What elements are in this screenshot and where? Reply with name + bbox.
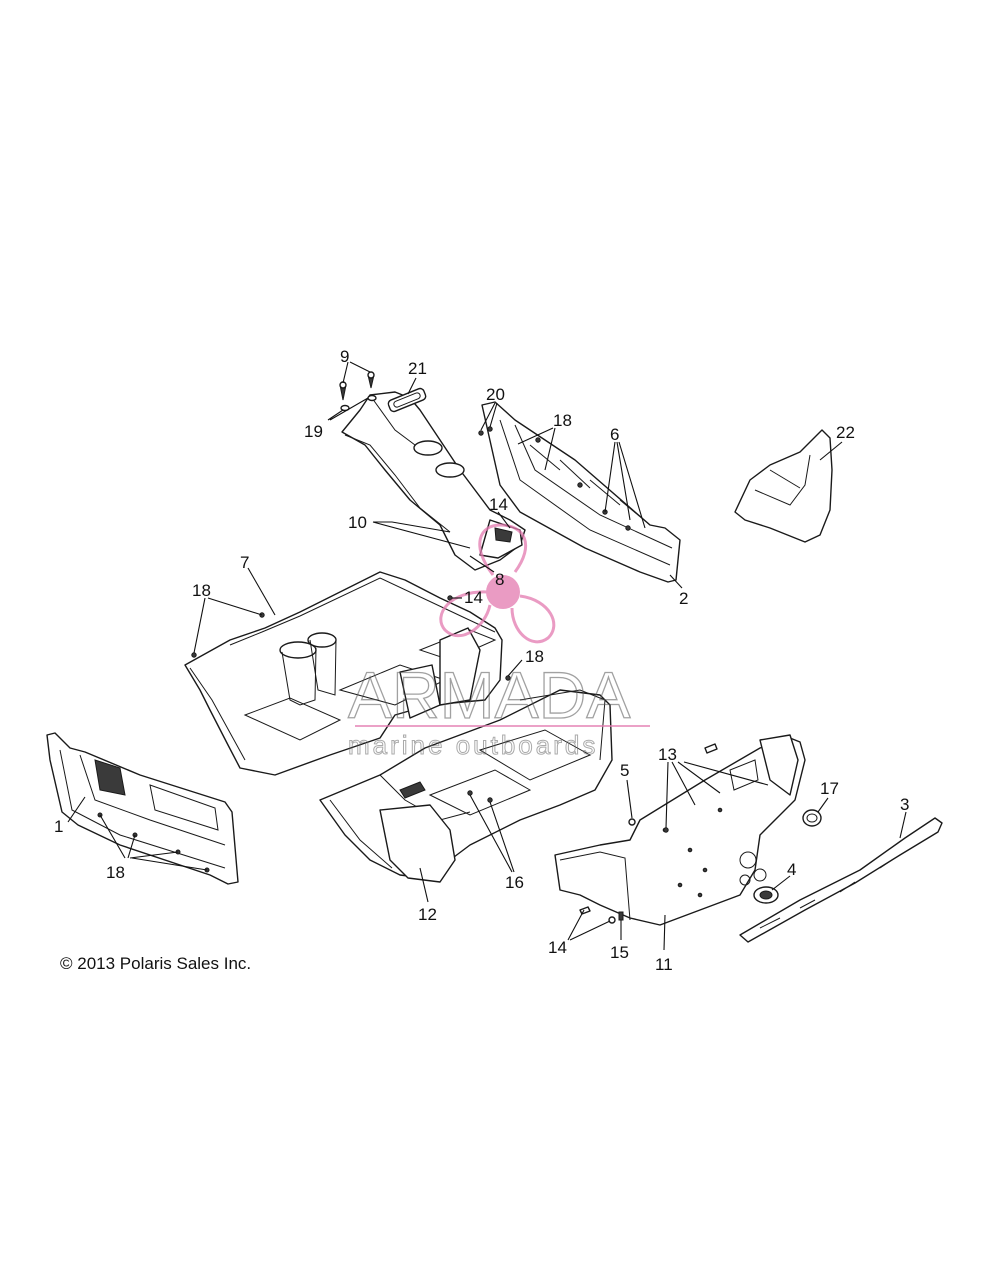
part-1-left-rocker-panel bbox=[46, 732, 239, 885]
part-12-front-floor-tub bbox=[319, 689, 613, 883]
part-18-rivet bbox=[191, 652, 197, 658]
watermark: ARMADA marine outboards bbox=[347, 523, 650, 761]
callout-labels: 9 19 21 20 18 6 2 22 10 14 8 7 18 14 18 … bbox=[54, 347, 909, 974]
part-14-screw bbox=[608, 916, 616, 924]
part-10-center-console bbox=[341, 391, 526, 571]
callout-9: 9 bbox=[340, 347, 349, 366]
callout-1: 1 bbox=[54, 817, 63, 836]
callout-15: 15 bbox=[610, 943, 629, 962]
callout-11: 11 bbox=[655, 955, 673, 974]
callout-5: 5 bbox=[620, 761, 629, 780]
part-15-clip bbox=[618, 911, 624, 921]
callout-4: 4 bbox=[787, 860, 796, 879]
part-14-bolt bbox=[704, 743, 718, 754]
part-2-right-rocker-panel bbox=[481, 401, 681, 583]
callout-20: 20 bbox=[486, 385, 505, 404]
part-14-bolt bbox=[579, 906, 591, 915]
callout-18-bottom: 18 bbox=[106, 863, 125, 882]
callout-3: 3 bbox=[900, 795, 909, 814]
part-11-front-panel bbox=[554, 734, 806, 926]
copyright-notice: © 2013 Polaris Sales Inc. bbox=[60, 954, 251, 973]
propeller-logo-icon bbox=[439, 523, 556, 644]
part-17-plug bbox=[802, 809, 822, 827]
callout-8: 8 bbox=[495, 570, 504, 589]
callout-12: 12 bbox=[418, 905, 437, 924]
part-4-grommet bbox=[753, 886, 779, 904]
callout-6: 6 bbox=[610, 425, 619, 444]
callout-14-mid: 14 bbox=[464, 588, 483, 607]
callout-18-mid: 18 bbox=[525, 647, 544, 666]
part-20-screw bbox=[487, 426, 493, 432]
part-19-washer bbox=[340, 404, 350, 412]
part-20-screw bbox=[478, 430, 484, 436]
watermark-brand: ARMADA bbox=[348, 658, 630, 732]
callout-22: 22 bbox=[836, 423, 855, 442]
part-16-clip bbox=[467, 790, 473, 796]
callout-10: 10 bbox=[348, 513, 367, 532]
callout-7: 7 bbox=[240, 553, 249, 572]
callout-14-console: 14 bbox=[489, 495, 508, 514]
callout-19: 19 bbox=[304, 422, 323, 441]
part-9-screw bbox=[339, 381, 347, 401]
part-16-clip bbox=[487, 797, 493, 803]
part-9-screw bbox=[367, 371, 375, 389]
part-13-screw bbox=[663, 827, 669, 833]
part-19-washer bbox=[367, 394, 377, 402]
part-7-rear-floor-tub bbox=[184, 571, 503, 776]
part-3-side-trim-strip bbox=[739, 817, 943, 943]
callout-2: 2 bbox=[679, 589, 688, 608]
callout-18-left: 18 bbox=[192, 581, 211, 600]
callout-21: 21 bbox=[408, 359, 427, 378]
callout-18-top: 18 bbox=[553, 411, 572, 430]
part-22-storage-pod bbox=[734, 429, 833, 543]
callout-13: 13 bbox=[658, 745, 677, 764]
part-5-nut bbox=[628, 818, 636, 826]
callout-14-bottom: 14 bbox=[548, 938, 567, 957]
part-21-mat bbox=[387, 387, 427, 413]
leader-lines bbox=[67, 361, 907, 951]
callout-17: 17 bbox=[820, 779, 839, 798]
callout-16: 16 bbox=[505, 873, 524, 892]
watermark-tagline: marine outboards bbox=[348, 730, 598, 760]
